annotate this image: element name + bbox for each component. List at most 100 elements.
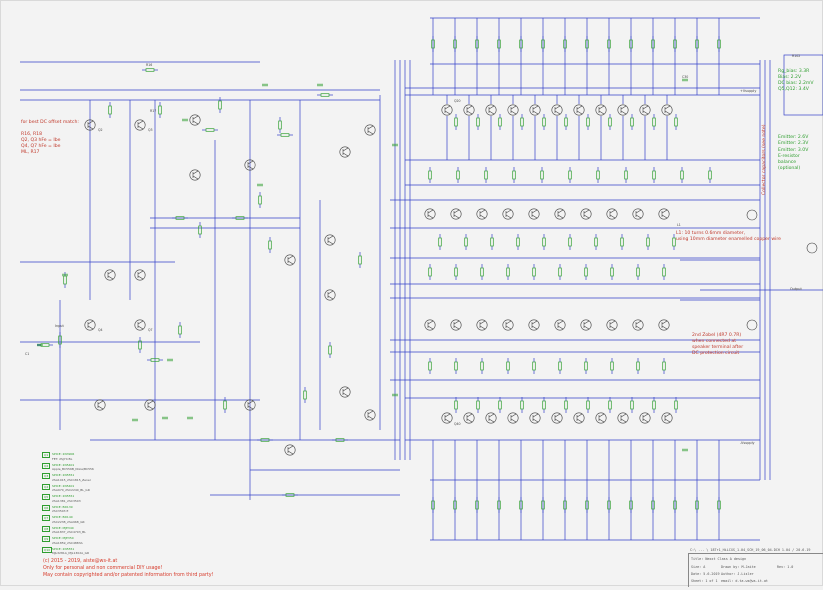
title-label: Title	[691, 557, 702, 561]
resistor	[63, 275, 67, 285]
parts-function: 2SA1859_2SC4883A	[52, 540, 83, 545]
resistor	[717, 500, 721, 510]
resistor	[630, 400, 634, 410]
resistor	[498, 117, 502, 127]
resistor	[278, 120, 282, 130]
transistor	[502, 208, 514, 220]
designator: L1	[677, 223, 681, 227]
resistor	[328, 345, 332, 355]
transistor	[247, 405, 254, 410]
resistor	[431, 39, 435, 49]
resistor	[610, 361, 614, 371]
transistor	[441, 104, 453, 116]
transistor	[531, 209, 538, 214]
transistor	[661, 412, 673, 424]
transistor	[192, 120, 199, 125]
resistor	[636, 267, 640, 277]
resistor	[630, 117, 634, 127]
transistor	[595, 412, 607, 424]
transistor	[507, 104, 519, 116]
output-label: Output	[790, 287, 802, 291]
resistor	[480, 361, 484, 371]
transistor	[532, 110, 539, 115]
parts-ref: Q1	[42, 452, 51, 458]
transistor	[576, 418, 583, 423]
transistor	[444, 413, 451, 418]
transistor	[450, 208, 462, 220]
resistor	[564, 400, 568, 410]
transistor	[189, 114, 201, 126]
size-label: Size	[691, 565, 700, 569]
resistor	[652, 400, 656, 410]
designator: R102	[792, 54, 800, 58]
transistor	[137, 270, 144, 275]
resistor	[586, 400, 590, 410]
transistor	[427, 320, 434, 325]
transistor	[598, 418, 605, 423]
transistor	[104, 269, 116, 281]
designator: Q40	[454, 422, 461, 426]
transistor	[342, 387, 349, 392]
designator: Q20	[454, 99, 461, 103]
transistor	[576, 413, 583, 418]
resistor	[584, 361, 588, 371]
transistor	[424, 208, 436, 220]
resistor	[475, 500, 479, 510]
resistor	[205, 128, 215, 132]
copyright-text: (c) 2015 - 2019, aiste@ws-it.at	[43, 559, 118, 564]
resistor	[268, 240, 272, 250]
transistor	[444, 105, 451, 110]
transistor	[94, 399, 106, 411]
resistor	[542, 400, 546, 410]
parts-value: SPICE: 2N5551	[52, 546, 75, 551]
transistor	[427, 214, 434, 219]
resistor	[520, 400, 524, 410]
transistor	[247, 165, 254, 170]
transistor	[505, 209, 512, 214]
transistor	[642, 110, 649, 115]
transistor	[479, 214, 486, 219]
email-label: email	[721, 579, 732, 583]
input-label: Input	[55, 324, 64, 328]
transistor	[324, 289, 336, 301]
resistor	[428, 267, 432, 277]
parts-value: SPICE: BD139	[52, 504, 73, 509]
resistor	[498, 400, 502, 410]
transistor	[87, 325, 94, 330]
resistor	[608, 400, 612, 410]
resistor	[662, 267, 666, 277]
transistor	[661, 104, 673, 116]
transistor	[485, 104, 497, 116]
resistor	[453, 500, 457, 510]
resistor	[158, 105, 162, 115]
resistor	[620, 237, 624, 247]
resistor	[563, 500, 567, 510]
parts-value: SPICE: MJE340	[52, 525, 74, 530]
resistor	[490, 237, 494, 247]
resistor	[506, 267, 510, 277]
transistor	[107, 270, 114, 275]
transistor	[84, 319, 96, 331]
designator: R17	[150, 109, 156, 113]
resistor	[454, 117, 458, 127]
transistor	[529, 412, 541, 424]
transistor	[339, 146, 351, 158]
resistor	[607, 500, 611, 510]
transistor	[609, 320, 616, 325]
meter	[806, 242, 818, 254]
transistor	[532, 105, 539, 110]
transistor	[510, 105, 517, 110]
transistor	[664, 110, 671, 115]
resistor	[40, 343, 50, 347]
transistor	[639, 412, 651, 424]
transistor	[244, 159, 256, 171]
transistor	[137, 320, 144, 325]
resistor	[497, 39, 501, 49]
transistor	[583, 325, 590, 330]
transistor	[620, 413, 627, 418]
transistor	[134, 319, 146, 331]
transistor	[620, 110, 627, 115]
